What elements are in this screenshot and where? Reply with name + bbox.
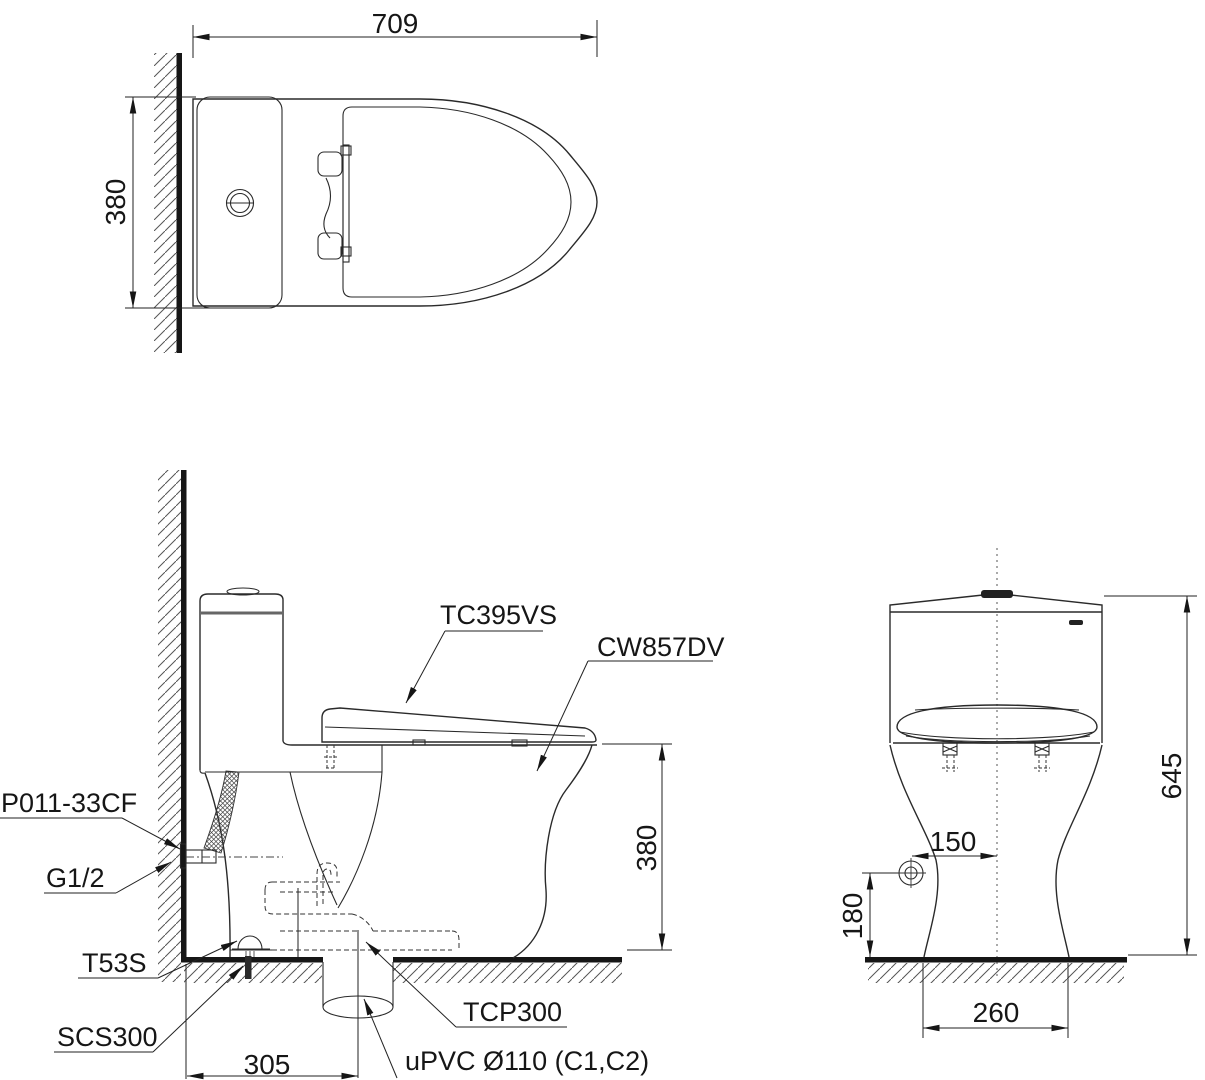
hinge-cap-top	[317, 151, 343, 177]
fixing-cap	[232, 935, 270, 957]
flush-button-side	[226, 587, 260, 596]
seat-bolt-left	[942, 742, 958, 772]
dimension-rough-in: 305	[185, 964, 358, 1080]
dim-rough-in-value: 305	[244, 1049, 291, 1080]
trap-connector-dashed	[264, 862, 460, 951]
bowl-inner-curve2	[289, 771, 338, 906]
seat-bolt-right	[1034, 742, 1050, 772]
angle-valve	[179, 843, 283, 869]
seat-front	[896, 704, 1098, 744]
hinge-tab-top	[340, 145, 352, 156]
label-thread: G1/2	[46, 863, 105, 893]
label-angle-valve: P011-33CF	[1, 788, 137, 818]
wall-hatch	[154, 53, 177, 353]
pedestal-left	[889, 744, 939, 958]
dimension-top-depth: 380	[100, 96, 260, 309]
pedestal-right	[1055, 744, 1103, 958]
bowl-front-curve	[512, 744, 593, 959]
front-view: 150 180 645 260	[837, 548, 1197, 1038]
label-bowl: CW857DV	[597, 632, 725, 662]
floor-hatch	[393, 963, 622, 983]
part-labels: TC395VS CW857DV P011-33CF G1/2 T53S SCS3…	[0, 600, 725, 1079]
wall-hatch	[158, 470, 181, 982]
dim-supply-height-value: 180	[837, 893, 868, 940]
side-view: 305 380 TC395VS CW857DV P011-33CF G1/2 T…	[0, 470, 725, 1080]
dimension-top-width: 709	[192, 8, 598, 58]
supply-hose	[203, 770, 240, 854]
supply-valve	[896, 858, 926, 888]
bowl-outline-top	[192, 98, 598, 307]
flush-button-front	[981, 590, 1013, 598]
top-view: 709 380	[100, 8, 598, 353]
seat-lid-outline-top	[342, 106, 572, 298]
cistern-lid-front	[889, 594, 1103, 613]
floor-hatch	[184, 963, 322, 983]
dim-top-width-value: 709	[372, 8, 419, 39]
dimension-supply-height: 180	[837, 872, 898, 957]
hinge-tab-bottom	[340, 246, 352, 257]
floor-line-left	[181, 957, 323, 963]
bowl-inner-curve	[337, 771, 383, 909]
label-connector: TCP300	[463, 997, 562, 1027]
dim-top-depth-value: 380	[100, 179, 131, 226]
wall-line	[176, 53, 182, 353]
floor-line-right	[393, 957, 622, 963]
seat-side-profile	[321, 707, 597, 769]
dim-seat-height-value: 380	[631, 825, 662, 872]
bowl-deck-line	[282, 740, 597, 746]
floor-line	[865, 957, 1127, 963]
brand-logo	[1069, 620, 1083, 625]
hinge-wave-line	[323, 177, 332, 239]
dimension-base-width: 260	[922, 963, 1069, 1038]
bowl-rear-pedestal	[204, 772, 231, 958]
bowl-rear-jog	[199, 769, 206, 774]
label-fixing: T53S	[82, 948, 147, 978]
cistern-lid-side	[199, 593, 284, 613]
dimension-total-height: 645	[1104, 595, 1197, 956]
cistern-body-front	[889, 612, 1103, 743]
dim-supply-offset-value: 150	[930, 826, 977, 857]
bowl-shelf	[205, 745, 383, 773]
floor-hatch	[868, 963, 1124, 983]
wall-line	[181, 470, 187, 959]
label-seal: SCS300	[57, 1022, 158, 1052]
dimension-seat-height: 380	[602, 743, 672, 951]
hinge-bar	[342, 144, 350, 263]
dim-base-width-value: 260	[973, 997, 1020, 1028]
dimension-supply-offset: 150	[912, 826, 997, 860]
drain-pipe	[322, 930, 394, 1078]
hinge-cap-bottom	[317, 232, 343, 260]
label-drain: uPVC Ø110 (C1,C2)	[405, 1046, 649, 1076]
floor-seal-bolt	[245, 956, 252, 979]
cistern-body-side	[199, 613, 284, 770]
dim-total-height-value: 645	[1156, 753, 1187, 800]
label-seat: TC395VS	[440, 600, 557, 630]
